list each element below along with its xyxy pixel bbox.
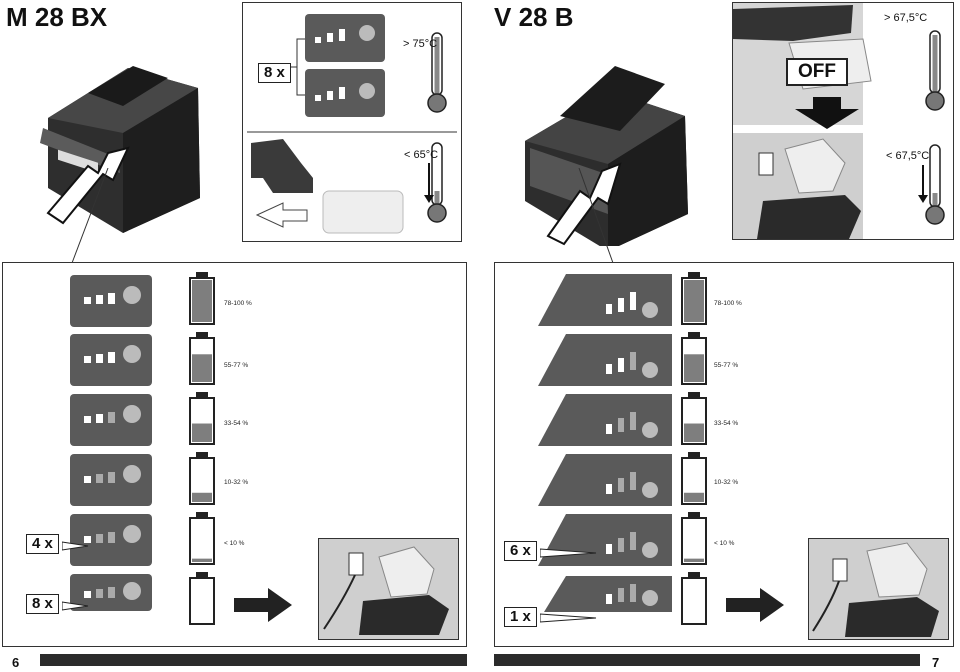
led-panel-4-right [538,454,672,506]
blink-count-hot-left: 8 x [258,63,291,83]
battery-gauge-fill-2 [192,354,212,382]
led-panel-5-left [70,514,152,566]
battery-gauge-fill-3 [192,423,212,442]
battery-gauge-fill-4 [192,492,212,502]
blink-count-low-1-right: 6 x [504,541,537,561]
battery-gauge-cap-3 [688,392,700,398]
battery-gauge-fill-5 [684,558,704,562]
level-label-5-left: < 10 % [224,540,245,547]
model-title-right: V 28 B [494,2,574,32]
battery-gauge-6 [189,577,215,625]
battery-gauge-cap-3 [196,392,208,398]
battery-pack-illustration-right [525,66,688,246]
led-panel-2-left [70,334,152,386]
callout-line-left [71,168,109,264]
led-panel-6-right [544,576,672,612]
temp-cool-left: < 65°C [404,149,439,161]
battery-gauge-fill-5 [192,558,212,562]
temperature-diagram-left [247,14,457,234]
page-number-box-right [920,654,954,672]
led-panel-3-right [538,394,672,446]
battery-gauge-fill-4 [684,492,704,502]
level-label-3-left: 33-54 % [224,420,249,427]
led-panel-4-left [70,454,152,506]
battery-gauge-fill-3 [684,423,704,442]
page-number-left: 6 [12,655,20,670]
arrow-to-charger-left [234,588,292,622]
level-label-1-right: 78-100 % [714,300,742,307]
battery-gauge-cap-4 [688,452,700,458]
level-label-3-right: 33-54 % [714,420,739,427]
charger-illustration-left [319,539,458,639]
led-panel-2-right [538,334,672,386]
battery-gauges-left [189,272,215,625]
led-panel-3-left [70,394,152,446]
arrow-to-charger-right [726,588,784,622]
temperature-diagram-right [733,3,945,239]
battery-gauge-fill-2 [684,354,704,382]
battery-gauge-cap-2 [688,332,700,338]
battery-gauge-cap-2 [196,332,208,338]
battery-gauges-right [681,272,707,625]
level-label-2-left: 55-77 % [224,362,249,369]
charger-photo-right [808,538,949,640]
battery-gauge-cap-5 [688,512,700,518]
callout-line-right [578,168,614,264]
battery-gauge-cap-6 [688,572,700,578]
battery-gauge-fill-1 [684,280,704,322]
page-number-right: 7 [932,655,940,670]
charger-photo-left [318,538,459,640]
battery-gauge-cap-1 [688,272,700,278]
led-panel-6-left [70,574,152,611]
off-label: OFF [786,58,848,86]
battery-gauge-cap-4 [196,452,208,458]
battery-gauge-cap-1 [196,272,208,278]
led-panel-1-right [538,274,672,326]
temp-hot-left: > 75°C [403,38,438,50]
blink-count-low-2-right: 1 x [504,607,537,627]
blink-count-low-1-left: 4 x [26,534,59,554]
blink-pointers-left [62,541,89,611]
blink-count-low-2-left: 8 x [26,594,59,614]
charger-illustration-right [809,539,948,639]
battery-gauge-cap-6 [196,572,208,578]
battery-pack-illustration-left [40,66,200,233]
level-label-5-right: < 10 % [714,540,735,547]
footer-bar-right [494,654,954,666]
level-label-2-right: 55-77 % [714,362,739,369]
battery-gauge-cap-5 [196,512,208,518]
level-label-4-left: 10-32 % [224,479,249,486]
temp-hot-right: > 67,5°C [884,12,928,24]
battery-gauge-5 [189,517,215,565]
footer-bar-left [2,654,467,666]
battery-gauge-5 [681,517,707,565]
blink-pointers-right [540,548,597,623]
led-panel-1-left [70,275,152,327]
model-title-left: M 28 BX [6,2,108,32]
page-number-box-left [2,654,40,672]
battery-gauge-fill-1 [192,280,212,322]
level-label-4-right: 10-32 % [714,479,739,486]
battery-gauge-6 [681,577,707,625]
led-indicators-left [70,275,152,611]
temp-cool-right: < 67,5°C [886,150,930,162]
level-label-1-left: 78-100 % [224,300,252,307]
